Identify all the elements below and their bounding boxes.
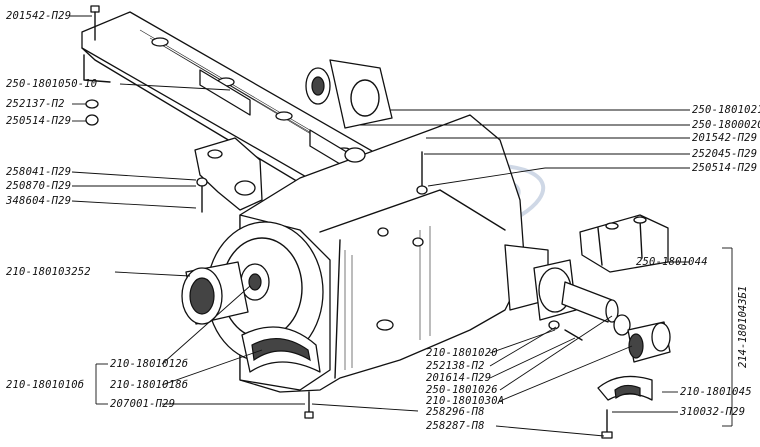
nut-top-center (416, 185, 428, 195)
label-201614-p29: 201614-П29 (426, 372, 492, 384)
label-210-180103252: 210-180103252 (6, 266, 91, 278)
label-250514-p29-right: 250514-П29 (692, 162, 758, 174)
label-210-1801012b: 210-1801012б (110, 358, 189, 370)
label-252138-p2: 252138-П2 (426, 360, 485, 372)
label-250-1801021: 250-1801021 (692, 104, 760, 116)
label-250-1800020: 250-1800020 (692, 119, 760, 131)
washer-right-small (548, 320, 560, 330)
label-310032-p29: 310032-П29 (680, 406, 746, 418)
label-348604-p29: 348604-П29 (6, 195, 72, 207)
label-201542-p29-right: 201542-П29 (692, 132, 758, 144)
label-210-1801045: 210-1801045 (680, 386, 752, 398)
label-250870-p29: 250870-П29 (6, 180, 72, 192)
label-258296-p8: 258296-П8 (426, 406, 485, 418)
nut-left-1 (85, 114, 99, 126)
label-250-1801050-10: 250-1801050-10 (6, 78, 98, 90)
label-210-1801018b: 210-1801018б (110, 379, 189, 391)
bottom-clamp-left (241, 326, 321, 373)
label-252045-p29: 252045-П29 (692, 148, 758, 160)
bolt-top-left (90, 5, 100, 41)
label-250514-p29-left: 250514-П29 (6, 115, 72, 127)
label-207001-p29: 207001-П29 (110, 398, 176, 410)
label-250-1801044: 250-1801044 (636, 256, 708, 268)
label-210-1801030a: 210-1801030А (426, 395, 505, 407)
label-210-1801020: 210-1801020 (426, 347, 498, 359)
leader-lines (70, 15, 733, 437)
label-250-1801026: 250-1801026 (426, 384, 498, 396)
label-vertical-assembly: 214-1801043Б1 (737, 285, 749, 368)
right-support-bracket (579, 214, 669, 273)
left-support-bracket (194, 137, 263, 213)
right-bushing (627, 321, 671, 363)
top-flange-pipe (305, 59, 393, 129)
label-201542-p29-top: 201542-П29 (6, 10, 72, 22)
washer-left-1 (85, 99, 99, 109)
bolt-head-bottom-right (601, 431, 613, 439)
label-258287-p8: 258287-П8 (426, 420, 485, 432)
rear-flange-shaft (533, 259, 631, 336)
bolt-right-small (564, 329, 583, 341)
bottom-clamp-right (597, 375, 653, 401)
label-252137-p2: 252137-П2 (6, 98, 65, 110)
label-258041-p29: 258041-П29 (6, 166, 72, 178)
cylinder-sleeve-left (181, 261, 249, 325)
label-210-1801010b: 210-1801010б (6, 379, 85, 391)
bolt-head-bottom-center (304, 411, 314, 419)
